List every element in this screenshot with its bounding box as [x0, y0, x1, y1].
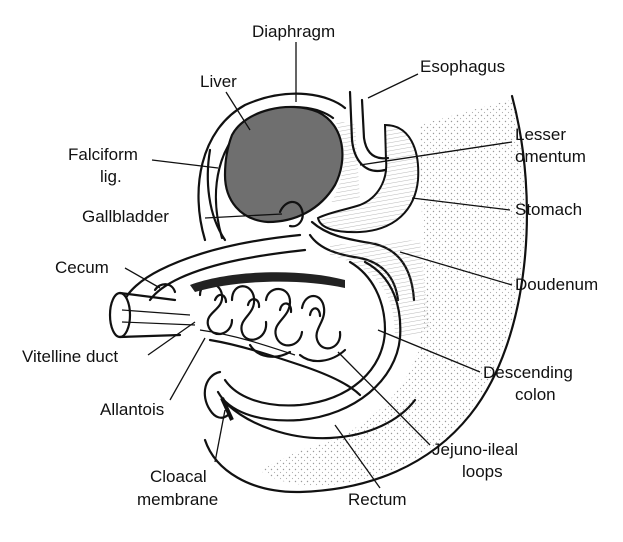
cecum-bud [153, 283, 177, 294]
cloaca-shape [203, 370, 230, 419]
label-descending-colon-2: colon [515, 385, 556, 404]
label-rectum: Rectum [348, 490, 407, 509]
cloacal-membrane-mark [220, 397, 234, 421]
esophagus-shape [348, 90, 387, 173]
liver-shape [223, 105, 344, 224]
dorsal-mesentery-hatch [330, 240, 430, 340]
midgut-upper-limb-inner [148, 248, 307, 302]
label-diaphragm: Diaphragm [252, 22, 335, 41]
body-wall-outline [203, 94, 528, 494]
label-cecum: Cecum [55, 258, 109, 277]
label-lesser-omentum-1: Lesser [515, 125, 566, 144]
midgut-upper-limb [123, 233, 302, 302]
descending-colon-inner [216, 260, 402, 422]
label-cloacal-1: Cloacal [150, 467, 207, 486]
label-jejuno-ileal-2: loops [462, 462, 503, 481]
jejuno-ileal-coils [198, 282, 347, 363]
label-descending-colon-1: Descending [483, 363, 573, 382]
gallbladder-shape [278, 200, 304, 228]
label-liver: Liver [200, 72, 237, 91]
allantois-tube [208, 338, 362, 397]
label-lesser-omentum-2: omentum [515, 147, 586, 166]
label-duodenum: Doudenum [515, 275, 598, 294]
label-allantois: Allantois [100, 400, 164, 419]
leader-lines [124, 42, 513, 489]
vitelline-duct-tube [118, 291, 182, 339]
vitelline-duct-inner [121, 309, 196, 326]
label-falciform-1: Falciform [68, 145, 138, 164]
label-vitelline-duct: Vitelline duct [22, 347, 118, 366]
stomach-shape [316, 123, 420, 234]
label-gallbladder: Gallbladder [82, 207, 169, 226]
descending-colon-tube [223, 260, 387, 407]
vitelline-duct-end [108, 291, 132, 339]
esophagus-inner [360, 98, 390, 160]
allantois-inner [199, 329, 296, 356]
label-falciform-2: lig. [100, 167, 122, 186]
label-jejuno-ileal-1: Jejuno-ileal [432, 440, 518, 459]
falciform-ligament [206, 148, 227, 242]
rectum-tube [226, 398, 417, 440]
loop-mesentery-band [190, 272, 345, 292]
label-cloacal-2: membrane [137, 490, 218, 509]
diaphragm-outline [197, 92, 347, 242]
label-stomach: Stomach [515, 200, 582, 219]
body-wall-stipple [260, 100, 525, 486]
label-esophagus: Esophagus [420, 57, 505, 76]
